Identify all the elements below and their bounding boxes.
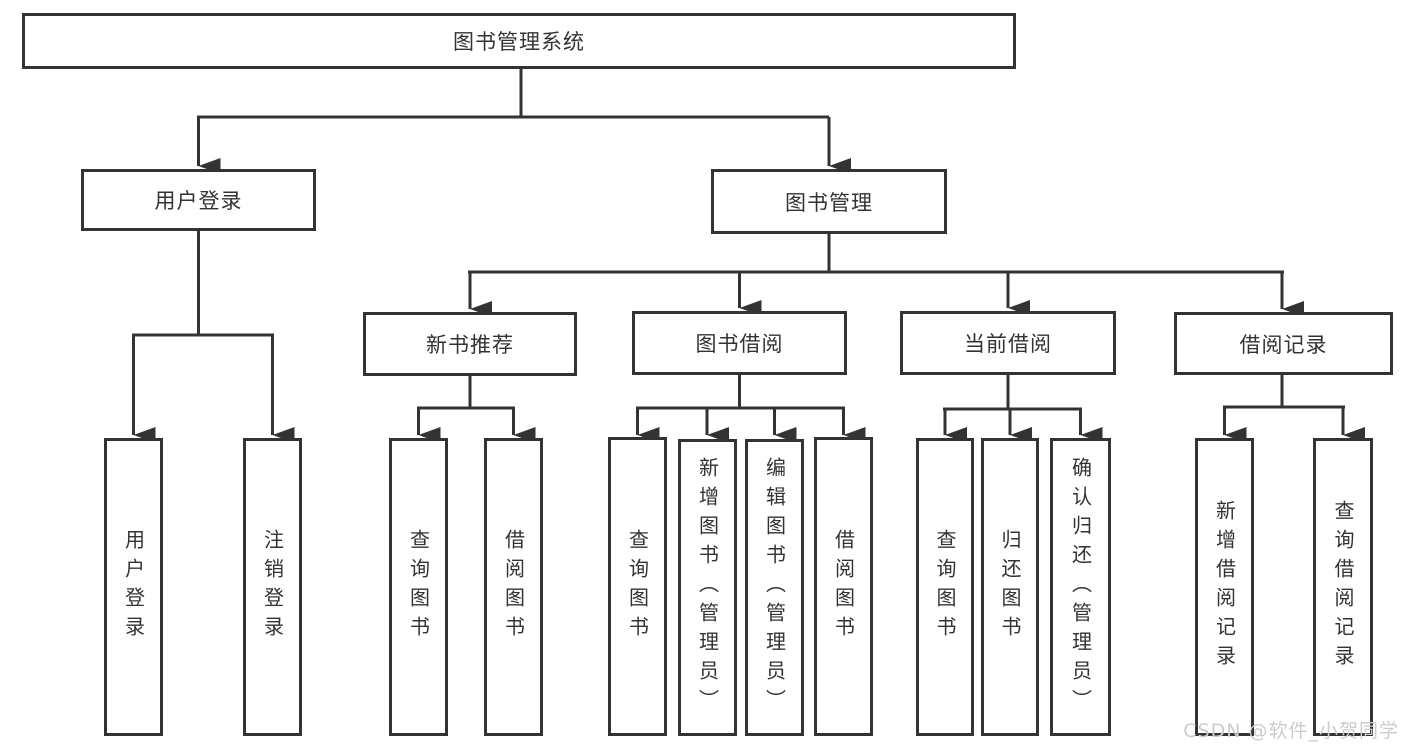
node-leaf-query-borrow-record: 查询借阅记录 [1313, 438, 1373, 736]
node-leaf-query-borrow-record-label: 查询借阅记录 [1331, 500, 1355, 674]
node-leaf-logout-label: 注销登录 [260, 529, 285, 645]
node-new-book-recommend-label: 新书推荐 [426, 333, 514, 357]
node-book-borrow: 图书借阅 [632, 311, 847, 375]
node-leaf-logout: 注销登录 [243, 438, 302, 736]
node-leaf-user-login: 用户登录 [104, 438, 163, 736]
node-leaf-add-borrow-record-label: 新增借阅记录 [1212, 500, 1237, 674]
node-user-login: 用户登录 [81, 169, 316, 231]
node-leaf-add-borrow-record: 新增借阅记录 [1195, 438, 1254, 736]
node-leaf-current-query-books-label: 查询图书 [933, 529, 957, 645]
node-leaf-return-books: 归还图书 [981, 438, 1039, 736]
node-borrow-records: 借阅记录 [1174, 312, 1393, 375]
node-new-book-recommend: 新书推荐 [363, 312, 577, 376]
node-leaf-current-query-books: 查询图书 [916, 438, 974, 736]
connector-borrow-records-to-leaves [1223, 375, 1365, 443]
node-leaf-user-login-label: 用户登录 [121, 529, 146, 645]
node-borrow-records-label: 借阅记录 [1239, 332, 1328, 357]
csdn-watermark: CSDN @软件_小贺同学 [1183, 720, 1399, 742]
node-leaf-confirm-return-admin: 确认归还（管理员） [1050, 438, 1111, 736]
node-leaf-confirm-return-admin-label: 确认归还（管理员） [1068, 456, 1093, 718]
node-current-borrow-label: 当前借阅 [964, 332, 1052, 356]
node-leaf-borrow-books: 借阅图书 [814, 437, 873, 736]
node-leaf-recommend-borrow-books: 借阅图书 [484, 438, 543, 736]
connector-new-book-recommend-to-leaves [417, 376, 536, 443]
node-user-login-label: 用户登录 [154, 189, 243, 213]
node-leaf-recommend-query-books-label: 查询图书 [406, 529, 431, 645]
connector-user-login-to-leaves [132, 231, 295, 443]
node-book-management: 图书管理 [711, 169, 947, 234]
node-leaf-add-books-admin-label: 新增图书（管理员） [695, 457, 720, 718]
node-leaf-return-books-label: 归还图书 [998, 529, 1022, 645]
node-leaf-borrow-query-books: 查询图书 [608, 437, 667, 736]
node-current-borrow: 当前借阅 [900, 311, 1116, 375]
connector-book-management-to-level3 [468, 234, 1304, 317]
node-book-management-label: 图书管理 [785, 190, 873, 215]
node-leaf-add-books-admin: 新增图书（管理员） [678, 439, 737, 736]
node-leaf-edit-books-admin-label: 编辑图书（管理员） [762, 457, 787, 718]
connector-book-borrow-to-leaves [636, 375, 866, 443]
node-book-borrow-label: 图书借阅 [695, 332, 784, 356]
node-root-system-label: 图书管理系统 [453, 30, 585, 54]
node-root-system: 图书管理系统 [22, 13, 1016, 69]
node-leaf-borrow-query-books-label: 查询图书 [625, 528, 650, 645]
node-leaf-recommend-query-books: 查询图书 [389, 438, 448, 736]
node-leaf-recommend-borrow-books-label: 借阅图书 [501, 529, 526, 645]
node-leaf-edit-books-admin: 编辑图书（管理员） [745, 439, 804, 736]
node-leaf-borrow-books-label: 借阅图书 [831, 528, 856, 645]
connector-root-to-level2 [197, 69, 851, 174]
connector-current-borrow-to-leaves [943, 375, 1103, 443]
